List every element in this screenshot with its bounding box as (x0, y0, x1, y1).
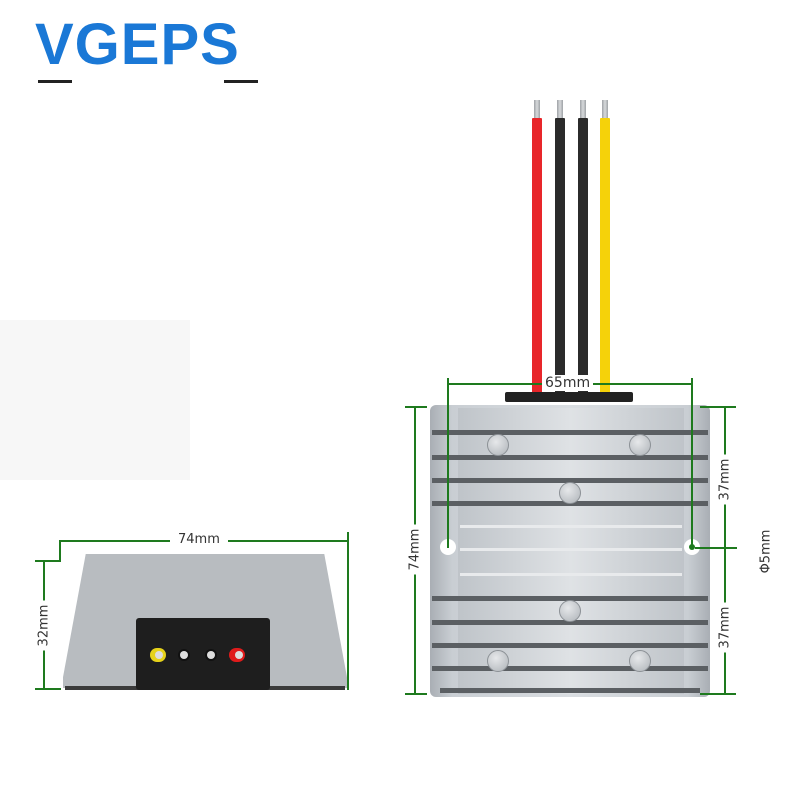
front-width-label: 74mm (170, 532, 228, 547)
fin (460, 525, 682, 528)
fin (432, 643, 708, 648)
terminal-pin (180, 651, 188, 659)
screw (629, 434, 651, 456)
screw (487, 434, 509, 456)
hole-to-bottom-label: 37mm (715, 602, 735, 653)
hole-to-top-label: 37mm (715, 454, 735, 505)
terminal-pin (207, 651, 215, 659)
height-dim-tick-top (35, 560, 61, 562)
screw (629, 650, 651, 672)
hole-spacing-tick-right (691, 378, 693, 548)
brand-logo: VGEPS (35, 12, 240, 77)
fin (432, 478, 708, 483)
hole-spacing-tick-left (447, 378, 449, 548)
terminal-pin (235, 651, 243, 659)
top-length-label: 74mm (405, 524, 425, 575)
fin (432, 596, 708, 601)
screw (559, 600, 581, 622)
wire-grommet (505, 392, 633, 402)
fin (440, 688, 700, 693)
wire-tip (534, 100, 540, 120)
terminal-plate (136, 618, 270, 690)
logo-underline-left (38, 80, 72, 83)
wire-tip (602, 100, 608, 120)
half-length-dim-line (724, 407, 726, 694)
width-dim-tick-right (347, 532, 349, 690)
length-dim-tick-bottom (405, 693, 427, 695)
front-view-diagram: 74mm 32mm (34, 530, 355, 700)
hole-diameter-label: Φ5mm (758, 523, 774, 580)
wire-yellow (600, 118, 610, 396)
screw (487, 650, 509, 672)
wire-tip (580, 100, 586, 120)
fin (432, 620, 708, 625)
wire-tip (557, 100, 563, 120)
hole-center-dot (689, 544, 695, 550)
height-dim-tick-bottom (35, 688, 61, 690)
half-dim-tick-top (700, 406, 736, 408)
half-dim-tick-bottom (700, 693, 736, 695)
fin (460, 548, 682, 551)
logo-underline-right (224, 80, 258, 83)
wire-red (532, 118, 542, 396)
fin (432, 455, 708, 460)
screw (559, 482, 581, 504)
front-height-label: 32mm (34, 600, 54, 651)
wire-black-1 (555, 118, 565, 396)
width-dim-tick-left (59, 540, 61, 560)
terminal-pin (155, 651, 163, 659)
hole-spacing-label: 65mm (542, 375, 594, 391)
watermark-ghost (0, 320, 190, 480)
length-dim-tick-top (405, 406, 427, 408)
half-dim-tick-mid (695, 547, 737, 549)
fin (432, 430, 708, 435)
fin (460, 573, 682, 576)
wire-black-2 (578, 118, 588, 396)
fin (432, 666, 708, 671)
